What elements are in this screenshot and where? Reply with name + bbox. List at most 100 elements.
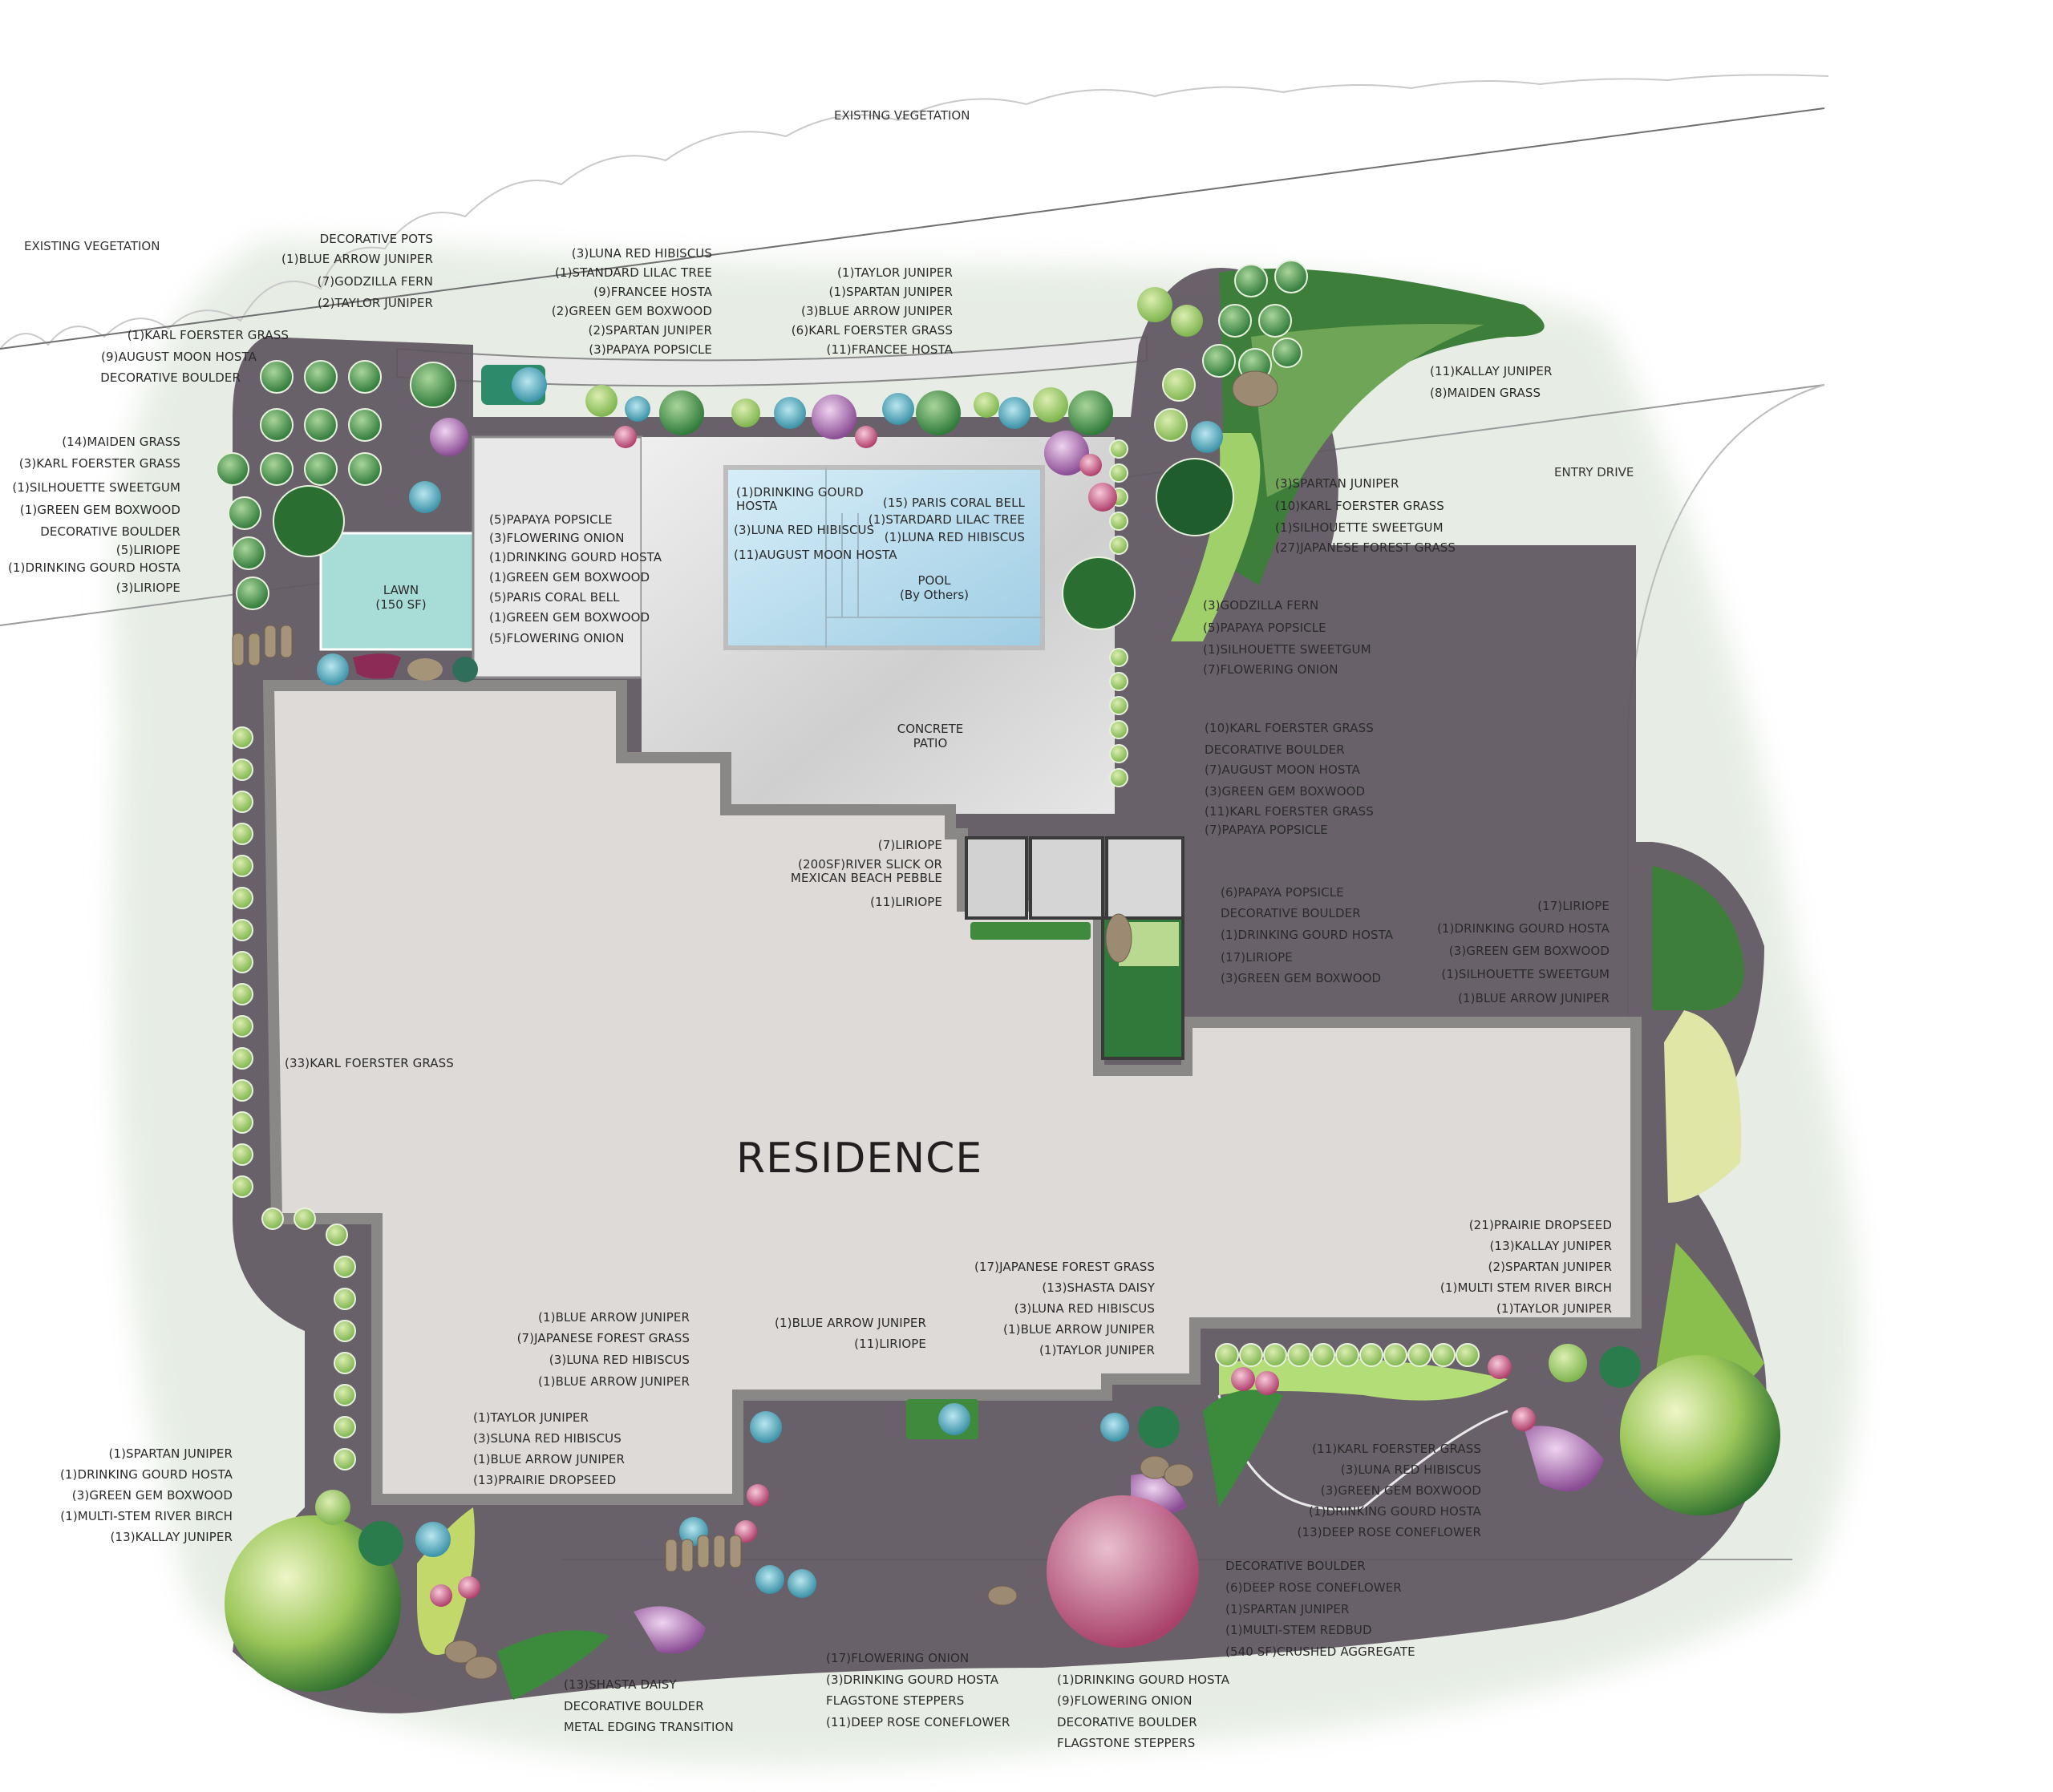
callout-label: (10)KARL FOERSTER GRASS xyxy=(1275,499,1444,513)
callout-label: (17)JAPANESE FOREST GRASS xyxy=(974,1260,1155,1274)
callout-label: (3)SLUNA RED HIBISCUS xyxy=(473,1431,622,1446)
east-bed-plants xyxy=(1062,287,1234,630)
north-bed-plants xyxy=(410,362,1117,512)
callout-label: (1)SPARTAN JUNIPER xyxy=(108,1446,233,1461)
callout-label: (1)SPARTAN JUNIPER xyxy=(1225,1602,1350,1616)
callout-label: (11)FRANCEE HOSTA xyxy=(826,342,953,357)
callout-label: (1)BLUE ARROW JUNIPER xyxy=(1003,1322,1155,1337)
residence-footprint xyxy=(262,680,1642,1505)
callout-label: (7)JAPANESE FOREST GRASS xyxy=(516,1331,690,1345)
callout-label: (11)LIRIOPE xyxy=(854,1337,926,1351)
nw-terrace xyxy=(472,435,643,679)
callout-label: (17)LIRIOPE xyxy=(1221,950,1293,965)
callout-label: (11)AUGUST MOON HOSTA xyxy=(734,548,897,562)
callout-label: (7)GODZILLA FERN xyxy=(317,274,433,289)
callout-label: (3)LUNA RED HIBISCUS xyxy=(549,1353,690,1367)
callout-label: DECORATIVE BOULDER xyxy=(100,370,241,385)
property-line xyxy=(0,107,1825,350)
multi-stem-redbud xyxy=(1047,1495,1199,1648)
callout-label: (11)KARL FOERSTER GRASS xyxy=(1205,804,1374,819)
existing-vegetation-label: EXISTING VEGETATION xyxy=(834,108,970,123)
nw-maiden-grass-grid xyxy=(216,360,382,610)
callout-label: (17)LIRIOPE xyxy=(1537,899,1610,913)
callout-label: (11)LIRIOPE xyxy=(870,895,942,909)
callout-label: (1)BLUE ARROW JUNIPER xyxy=(281,252,433,266)
callout-label: (1)STANDARD LILAC TREE xyxy=(555,265,712,280)
callout-label: (3)GREEN GEM BOXWOOD xyxy=(1448,944,1610,958)
east-japanese-forest-grass-band xyxy=(1171,433,1261,641)
se-hedge-row xyxy=(1215,1343,1480,1367)
callout-label: (5)LIRIOPE xyxy=(115,543,180,557)
callout-label: (1)BLUE ARROW JUNIPER xyxy=(538,1374,690,1389)
callout-label: (3)GREEN GEM BOXWOOD xyxy=(1221,971,1382,985)
callout-label: (1)DRINKING GOURD HOSTA xyxy=(489,550,662,564)
callout-label: (27)JAPANESE FOREST GRASS xyxy=(1275,540,1456,555)
lawn-area-label: LAWN (150 SF) xyxy=(375,583,427,612)
callout-label: (7)PAPAYA POPSICLE xyxy=(1205,823,1328,837)
callout-label: (2)GREEN GEM BOXWOOD xyxy=(551,304,712,318)
callout-label: (1)DRINKING GOURD HOSTA xyxy=(1308,1504,1481,1519)
callout-label: (3)GREEN GEM BOXWOOD xyxy=(71,1488,233,1503)
callout-label: FLAGSTONE STEPPERS xyxy=(1057,1736,1196,1750)
callout-label: (1)SILHOUETTE SWEETGUM xyxy=(1275,520,1444,535)
callout-label: (3)LUNA RED HIBISCUS xyxy=(734,523,875,537)
callout-label: (3)GREEN GEM BOXWOOD xyxy=(1320,1483,1481,1498)
callout-label: (1)KARL FOERSTER GRASS xyxy=(127,328,289,342)
callout-label: (13)KALLAY JUNIPER xyxy=(1489,1239,1612,1253)
callout-label: (1)TAYLOR JUNIPER xyxy=(1496,1301,1612,1316)
callout-label: (3)SPARTAN JUNIPER xyxy=(1275,476,1399,491)
callout-label: (1)GREEN GEM BOXWOOD xyxy=(489,610,650,625)
callout-label: (1)TAYLOR JUNIPER xyxy=(836,265,953,280)
callout-label: (3)PAPAYA POPSICLE xyxy=(589,342,712,357)
callout-label: (1)DRINKING GOURD HOSTA xyxy=(1221,928,1394,942)
callout-label: (1)MULTI-STEM REDBUD xyxy=(1225,1623,1372,1637)
south-bed-plants xyxy=(315,1399,978,1607)
callout-label: (13)KALLAY JUNIPER xyxy=(110,1530,233,1544)
callout-label: (1)DRINKING GOURD HOSTA xyxy=(1057,1673,1230,1687)
callout-label: (1)STARDARD LILAC TREE xyxy=(868,512,1025,527)
callout-label: (21)PRAIRIE DROPSEED xyxy=(1468,1218,1612,1232)
callout-label: (9)FRANCEE HOSTA xyxy=(593,285,712,299)
callout-label: (3)GREEN GEM BOXWOOD xyxy=(1205,784,1366,799)
callout-label: (3)LUNA RED HIBISCUS xyxy=(1340,1462,1481,1477)
se-bed-plants xyxy=(1100,1344,1641,1448)
callout-label: (7)AUGUST MOON HOSTA xyxy=(1205,763,1360,777)
callout-label: DECORATIVE BOULDER xyxy=(1057,1715,1197,1729)
callout-label: (5)PAPAYA POPSICLE xyxy=(1203,621,1326,635)
callout-label: (11)DEEP ROSE CONEFLOWER xyxy=(826,1715,1010,1729)
callout-label: (1)DRINKING GOURD HOSTA xyxy=(59,1467,233,1482)
callout-label: (11)KALLAY JUNIPER xyxy=(1430,364,1553,378)
callout-label: (5)FLOWERING ONION xyxy=(489,631,625,645)
callout-label: (9)FLOWERING ONION xyxy=(1057,1693,1193,1708)
callout-label: (1)DRINKING GOURD HOSTA xyxy=(736,485,864,513)
callout-label: (1)BLUE ARROW JUNIPER xyxy=(775,1316,926,1330)
callout-label: DECORATIVE BOULDER xyxy=(1205,742,1345,757)
pool-label: POOL (By Others) xyxy=(899,573,970,602)
callout-label: (6)KARL FOERSTER GRASS xyxy=(791,323,953,338)
callout-label: DECORATIVE BOULDER xyxy=(1221,906,1361,920)
decorative-boulders xyxy=(444,370,1278,1680)
existing-vegetation-label: EXISTING VEGETATION xyxy=(24,239,160,253)
callout-label: (1)MULTI STEM RIVER BIRCH xyxy=(1440,1280,1612,1295)
callout-label: DECORATIVE BOULDER xyxy=(1225,1559,1366,1573)
callout-label: FLAGSTONE STEPPERS xyxy=(826,1693,965,1708)
callout-label: (540 SF)CRUSHED AGGREGATE xyxy=(1225,1644,1415,1659)
callout-label: (1)MULTI-STEM RIVER BIRCH xyxy=(60,1509,233,1523)
callout-label: (1)BLUE ARROW JUNIPER xyxy=(538,1310,690,1325)
callout-label: DECORATIVE POTS xyxy=(319,232,433,246)
callout-label: (14)MAIDEN GRASS xyxy=(62,435,180,449)
callout-label: DECORATIVE BOULDER xyxy=(40,524,180,539)
callout-label: (6)PAPAYA POPSICLE xyxy=(1221,885,1344,900)
callout-label: (15) PARIS CORAL BELL xyxy=(882,496,1025,510)
callout-label: (5)PAPAYA POPSICLE xyxy=(489,512,613,527)
callout-label: (1)BLUE ARROW JUNIPER xyxy=(1458,991,1610,1005)
callout-label: (7)FLOWERING ONION xyxy=(1203,662,1338,677)
courtyard-pavers xyxy=(965,836,1184,1060)
callout-label: (1)SILHOUETTE SWEETGUM xyxy=(1203,642,1371,657)
coneflower-mass xyxy=(634,1606,706,1653)
callout-label: (3)BLUE ARROW JUNIPER xyxy=(801,304,953,318)
entry-drive-label: ENTRY DRIVE xyxy=(1554,465,1634,479)
callout-label: (3)KARL FOERSTER GRASS xyxy=(18,456,180,471)
callout-label: (2)SPARTAN JUNIPER xyxy=(588,323,712,338)
